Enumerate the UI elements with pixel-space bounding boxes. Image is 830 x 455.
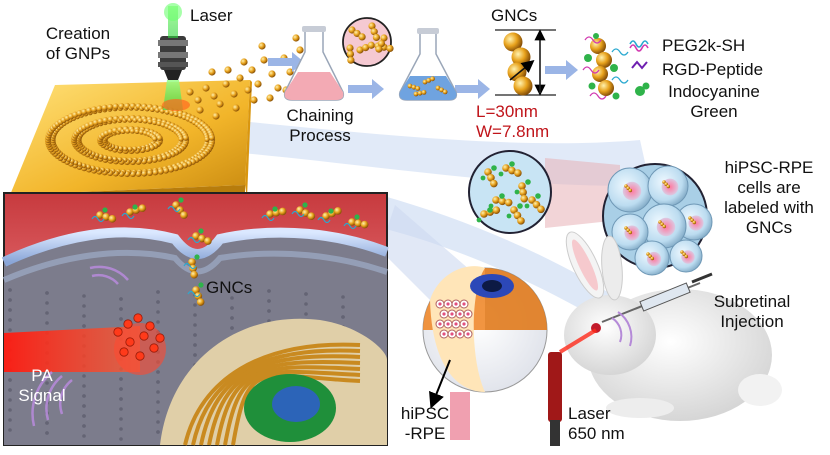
scattered-gold-particles <box>186 34 310 120</box>
rgd-label: RGD-Peptide <box>662 60 764 79</box>
rabbit-icon <box>564 231 782 421</box>
legend-peg-icon <box>629 40 649 52</box>
chaining-flask-icon <box>283 26 345 101</box>
length-label: L=30nm <box>476 102 538 121</box>
width-label: W=7.8nm <box>476 122 550 141</box>
gncs-cell-label: GNCs <box>206 278 253 297</box>
flow-band-lower <box>370 195 620 320</box>
red-laser-beam-icon <box>4 326 140 372</box>
legend-rgd-icon <box>631 60 648 70</box>
laser-probe-icon <box>548 311 633 446</box>
gnc-medium-magnifier-icon <box>468 150 620 234</box>
functionalized-gnc-icon <box>582 33 629 100</box>
pa-signal-icon <box>31 265 129 427</box>
creation-label: Creation of GNPs <box>45 24 111 63</box>
cells-labeled-label: hiPSC-RPE cells are labeled with GNCs <box>724 158 814 237</box>
green-laser-beam-icon <box>168 6 178 38</box>
pa-signal-label: PA Signal <box>18 366 66 405</box>
laser-bottom-label: Laser 650 nm <box>568 404 625 443</box>
plate-particle-rings <box>44 102 216 178</box>
chain-magnifier-icon <box>342 17 394 67</box>
gncs-top-label: GNCs <box>491 6 538 25</box>
syringe-icon <box>601 272 713 323</box>
cell-uptake-panel <box>1 192 389 446</box>
subretinal-label: Subretinal Injection <box>713 292 791 331</box>
laser-top-label: Laser <box>190 6 233 25</box>
golgi-stack-icon <box>160 318 387 446</box>
icg-label: Indocyanine Green <box>668 82 760 121</box>
chaining-label: Chaining Process <box>286 106 354 145</box>
gnc-chain-icon <box>495 29 556 96</box>
legend-icg-icon <box>635 82 650 96</box>
hipsc-rpe-label: hiPSC -RPE <box>400 404 450 443</box>
laser-head-icon <box>158 36 188 80</box>
process-arrows <box>268 52 578 99</box>
eye-cross-section-icon <box>422 266 548 440</box>
rpe-cells-magnifier-icon <box>602 163 713 276</box>
gnc-flask-icon <box>398 28 458 101</box>
peg-label: PEG2k-SH <box>662 36 746 55</box>
